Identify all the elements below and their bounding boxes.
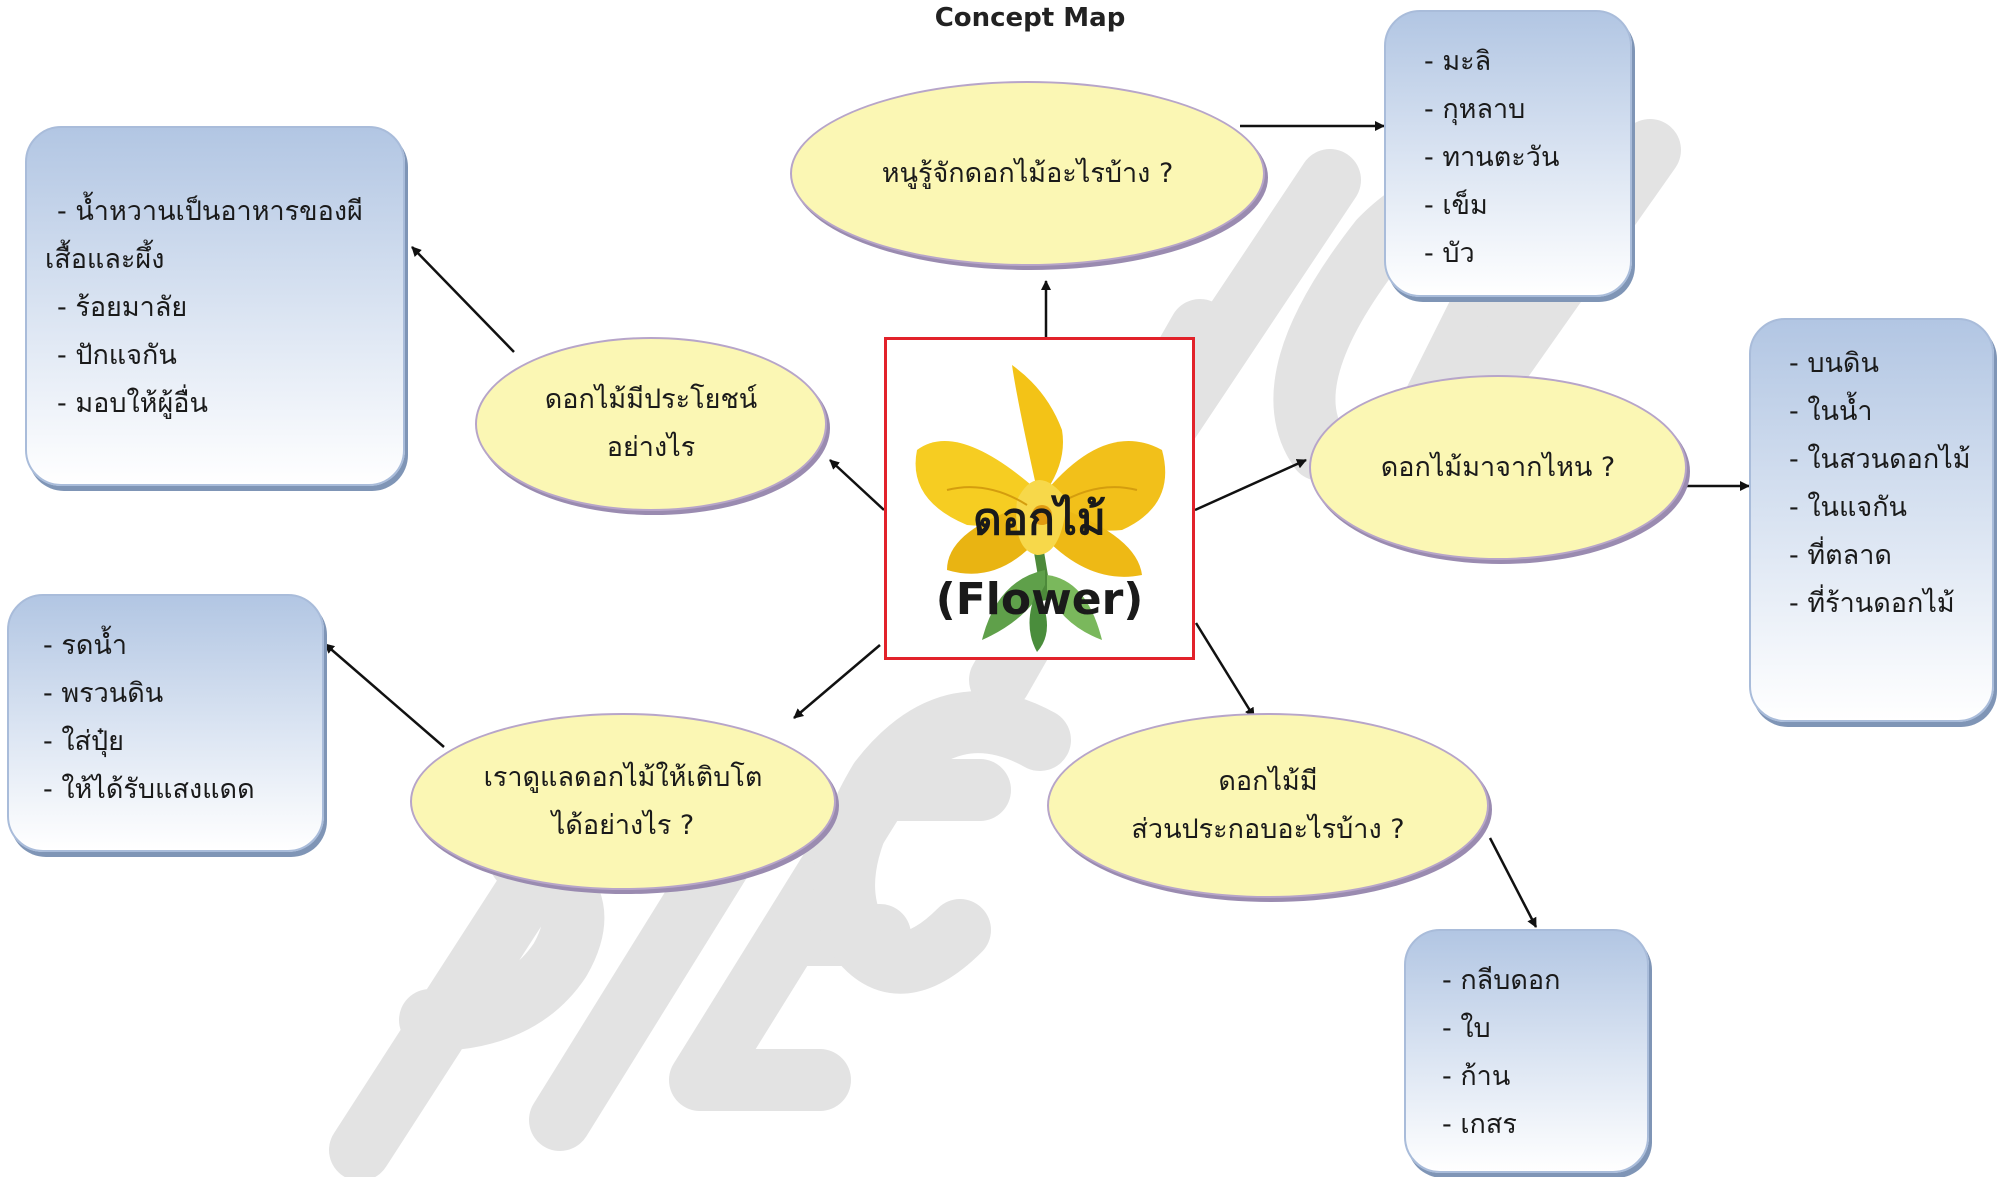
question-oval-origin: ดอกไม้มาจากไหน ? — [1309, 375, 1687, 560]
question-oval-care: เราดูแลดอกไม้ให้เติบโต ได้อย่างไร ? — [410, 713, 836, 890]
arrow-center-to-parts — [1194, 622, 1256, 718]
center-label-thai: ดอกไม้ — [973, 494, 1106, 545]
answer-item: - ปักแจกัน — [57, 340, 177, 371]
answer-item: - ในน้ำ — [1789, 396, 1873, 427]
answer-item: - ทานตะวัน — [1424, 142, 1560, 173]
answer-item: เสื้อและผึ้ง — [45, 244, 165, 275]
question-text-care: เราดูแลดอกไม้ให้เติบโต ได้อย่างไร ? — [483, 761, 763, 841]
question-text-know: หนูรู้จักดอกไม้อะไรบ้าง ? — [881, 157, 1174, 189]
answer-item: - เข็ม — [1424, 190, 1488, 221]
arrow-center-to-origin — [1194, 458, 1307, 512]
answer-item: - พรวนดิน — [43, 678, 164, 709]
answer-item: - ก้าน — [1442, 1061, 1511, 1092]
center-label-english: (Flower) — [935, 574, 1144, 625]
answer-box-origin: - บนดิน - ในน้ำ - ในสวนดอกไม้ - ในแจกัน … — [1749, 318, 1994, 722]
question-oval-benefit: ดอกไม้มีประโยชน์ อย่างไร — [475, 337, 827, 511]
question-text-benefit: ดอกไม้มีประโยชน์ อย่างไร — [544, 384, 758, 463]
question-text-parts: ดอกไม้มี ส่วนประกอบอะไรบ้าง ? — [1131, 765, 1405, 845]
arrow-center-to-care — [793, 644, 881, 719]
arrow-benefit-to-answers — [411, 246, 515, 353]
answer-item: - ใบ — [1442, 1013, 1491, 1044]
arrow-parts-to-answers — [1488, 837, 1538, 928]
answer-item: - ในสวนดอกไม้ — [1789, 444, 1971, 475]
answer-item: - บนดิน — [1789, 348, 1879, 379]
answer-item: - ให้ได้รับแสงแดด — [43, 774, 255, 805]
arrow-center-to-benefit — [829, 459, 885, 511]
answer-item: - กลีบดอก — [1442, 965, 1561, 996]
answer-item: - เกสร — [1442, 1109, 1517, 1140]
answer-item: - มอบให้ผู้อื่น — [57, 388, 208, 419]
answer-item: - กุหลาบ — [1424, 94, 1526, 125]
answer-item: - ร้อยมาลัย — [57, 292, 188, 323]
answer-item: - รดน้ำ — [43, 630, 127, 661]
answer-box-care: - รดน้ำ - พรวนดิน - ใส่ปุ๋ย - ให้ได้รับแ… — [7, 594, 324, 852]
answer-item: - ที่ร้านดอกไม้ — [1789, 588, 1955, 619]
arrow-care-to-answers — [324, 643, 445, 748]
answer-item: - ใส่ปุ๋ย — [43, 726, 124, 757]
center-flower-node: ดอกไม้ (Flower) — [884, 337, 1195, 660]
answer-item: - ในแจกัน — [1789, 492, 1907, 523]
answer-item: - น้ำหวานเป็นอาหารของผี — [57, 196, 363, 227]
page-title: Concept Map — [934, 3, 1126, 33]
flower-illustration — [915, 365, 1166, 652]
answer-item: - มะลิ — [1424, 46, 1492, 77]
answer-box-parts: - กลีบดอก - ใบ - ก้าน - เกสร — [1404, 929, 1649, 1173]
question-text-origin: ดอกไม้มาจากไหน ? — [1380, 451, 1616, 483]
answer-box-benefit: - น้ำหวานเป็นอาหารของผี เสื้อและผึ้ง - ร… — [25, 126, 405, 486]
question-oval-parts: ดอกไม้มี ส่วนประกอบอะไรบ้าง ? — [1047, 713, 1489, 898]
center-label: ดอกไม้ (Flower) — [887, 480, 1192, 640]
answer-item: - บัว — [1424, 238, 1475, 269]
answer-item: - ที่ตลาด — [1789, 540, 1892, 571]
answer-box-know: - มะลิ - กุหลาบ - ทานตะวัน - เข็ม - บัว — [1384, 10, 1632, 297]
question-oval-know: หนูรู้จักดอกไม้อะไรบ้าง ? — [790, 81, 1265, 266]
